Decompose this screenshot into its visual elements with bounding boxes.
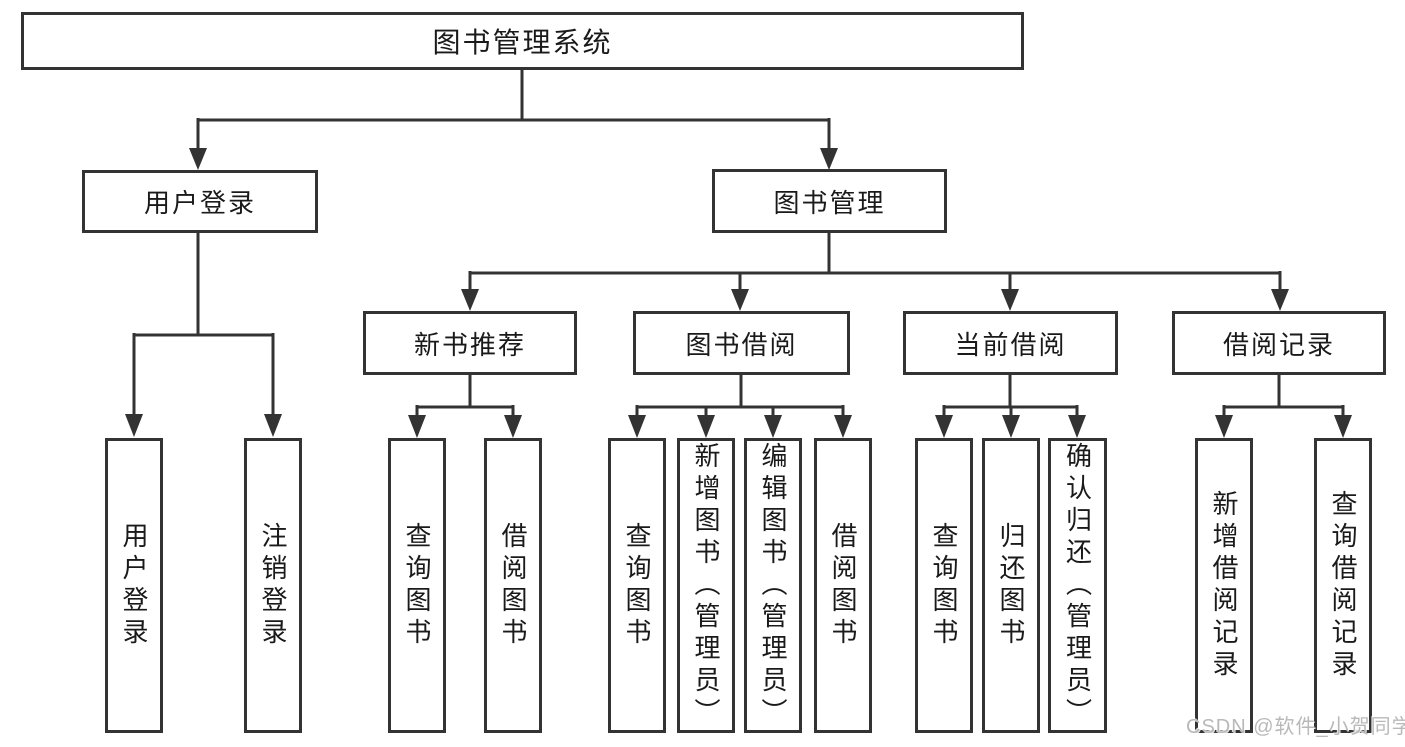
node-label: 用户登录 <box>143 188 256 218</box>
node-book-borrowing: 图书借阅 <box>633 311 850 375</box>
node-leaf-query-books-3: 查询图书 <box>915 438 973 733</box>
node-leaf-edit-books-admin: 编辑图书（管理员） <box>744 438 802 733</box>
node-label: 当前借阅 <box>954 329 1067 360</box>
node-leaf-query-books-2: 查询图书 <box>608 438 666 733</box>
node-root-system: 图书管理系统 <box>21 12 1024 70</box>
node-label: 图书借阅 <box>685 329 798 360</box>
node-label: 编辑图书（管理员） <box>758 441 788 730</box>
node-leaf-query-books-1: 查询图书 <box>388 438 446 733</box>
arrowheads <box>125 148 1352 438</box>
node-label: 查询借阅记录 <box>1328 489 1358 682</box>
node-leaf-confirm-return-admin: 确认归还（管理员） <box>1048 438 1107 733</box>
node-label: 用户登录 <box>119 521 149 650</box>
node-label: 查询图书 <box>929 521 959 650</box>
node-label: 查询图书 <box>622 521 652 650</box>
node-label: 借阅图书 <box>828 521 858 650</box>
node-leaf-borrow-books-1: 借阅图书 <box>484 438 542 733</box>
node-leaf-user-login: 用户登录 <box>105 438 163 733</box>
node-label: 归还图书 <box>996 521 1026 650</box>
node-leaf-add-borrow-record: 新增借阅记录 <box>1195 438 1253 733</box>
node-leaf-logout: 注销登录 <box>244 438 302 733</box>
node-label: 确认归还（管理员） <box>1062 441 1093 730</box>
node-borrow-records: 借阅记录 <box>1172 311 1386 375</box>
node-current-borrowing: 当前借阅 <box>903 311 1118 375</box>
csdn-watermark: CSDN @软件_小贺同学 <box>1186 716 1405 738</box>
node-label: 图书管理系统 <box>432 27 613 58</box>
node-label: 新书推荐 <box>413 329 526 360</box>
node-leaf-return-books: 归还图书 <box>982 438 1040 733</box>
node-leaf-add-books-admin: 新增图书（管理员） <box>677 438 735 733</box>
node-user-login-group: 用户登录 <box>82 170 318 233</box>
node-leaf-query-borrow-record: 查询借阅记录 <box>1314 438 1372 733</box>
node-label: 新增借阅记录 <box>1209 489 1239 682</box>
node-label: 借阅记录 <box>1222 329 1335 360</box>
node-book-management: 图书管理 <box>712 169 947 233</box>
node-label: 注销登录 <box>258 521 288 650</box>
node-new-book-recommend: 新书推荐 <box>363 311 577 375</box>
node-label: 查询图书 <box>402 521 432 650</box>
node-label: 借阅图书 <box>498 521 528 650</box>
node-label: 图书管理 <box>773 187 886 218</box>
node-label: 新增图书（管理员） <box>691 441 721 730</box>
node-leaf-borrow-books-2: 借阅图书 <box>814 438 872 733</box>
